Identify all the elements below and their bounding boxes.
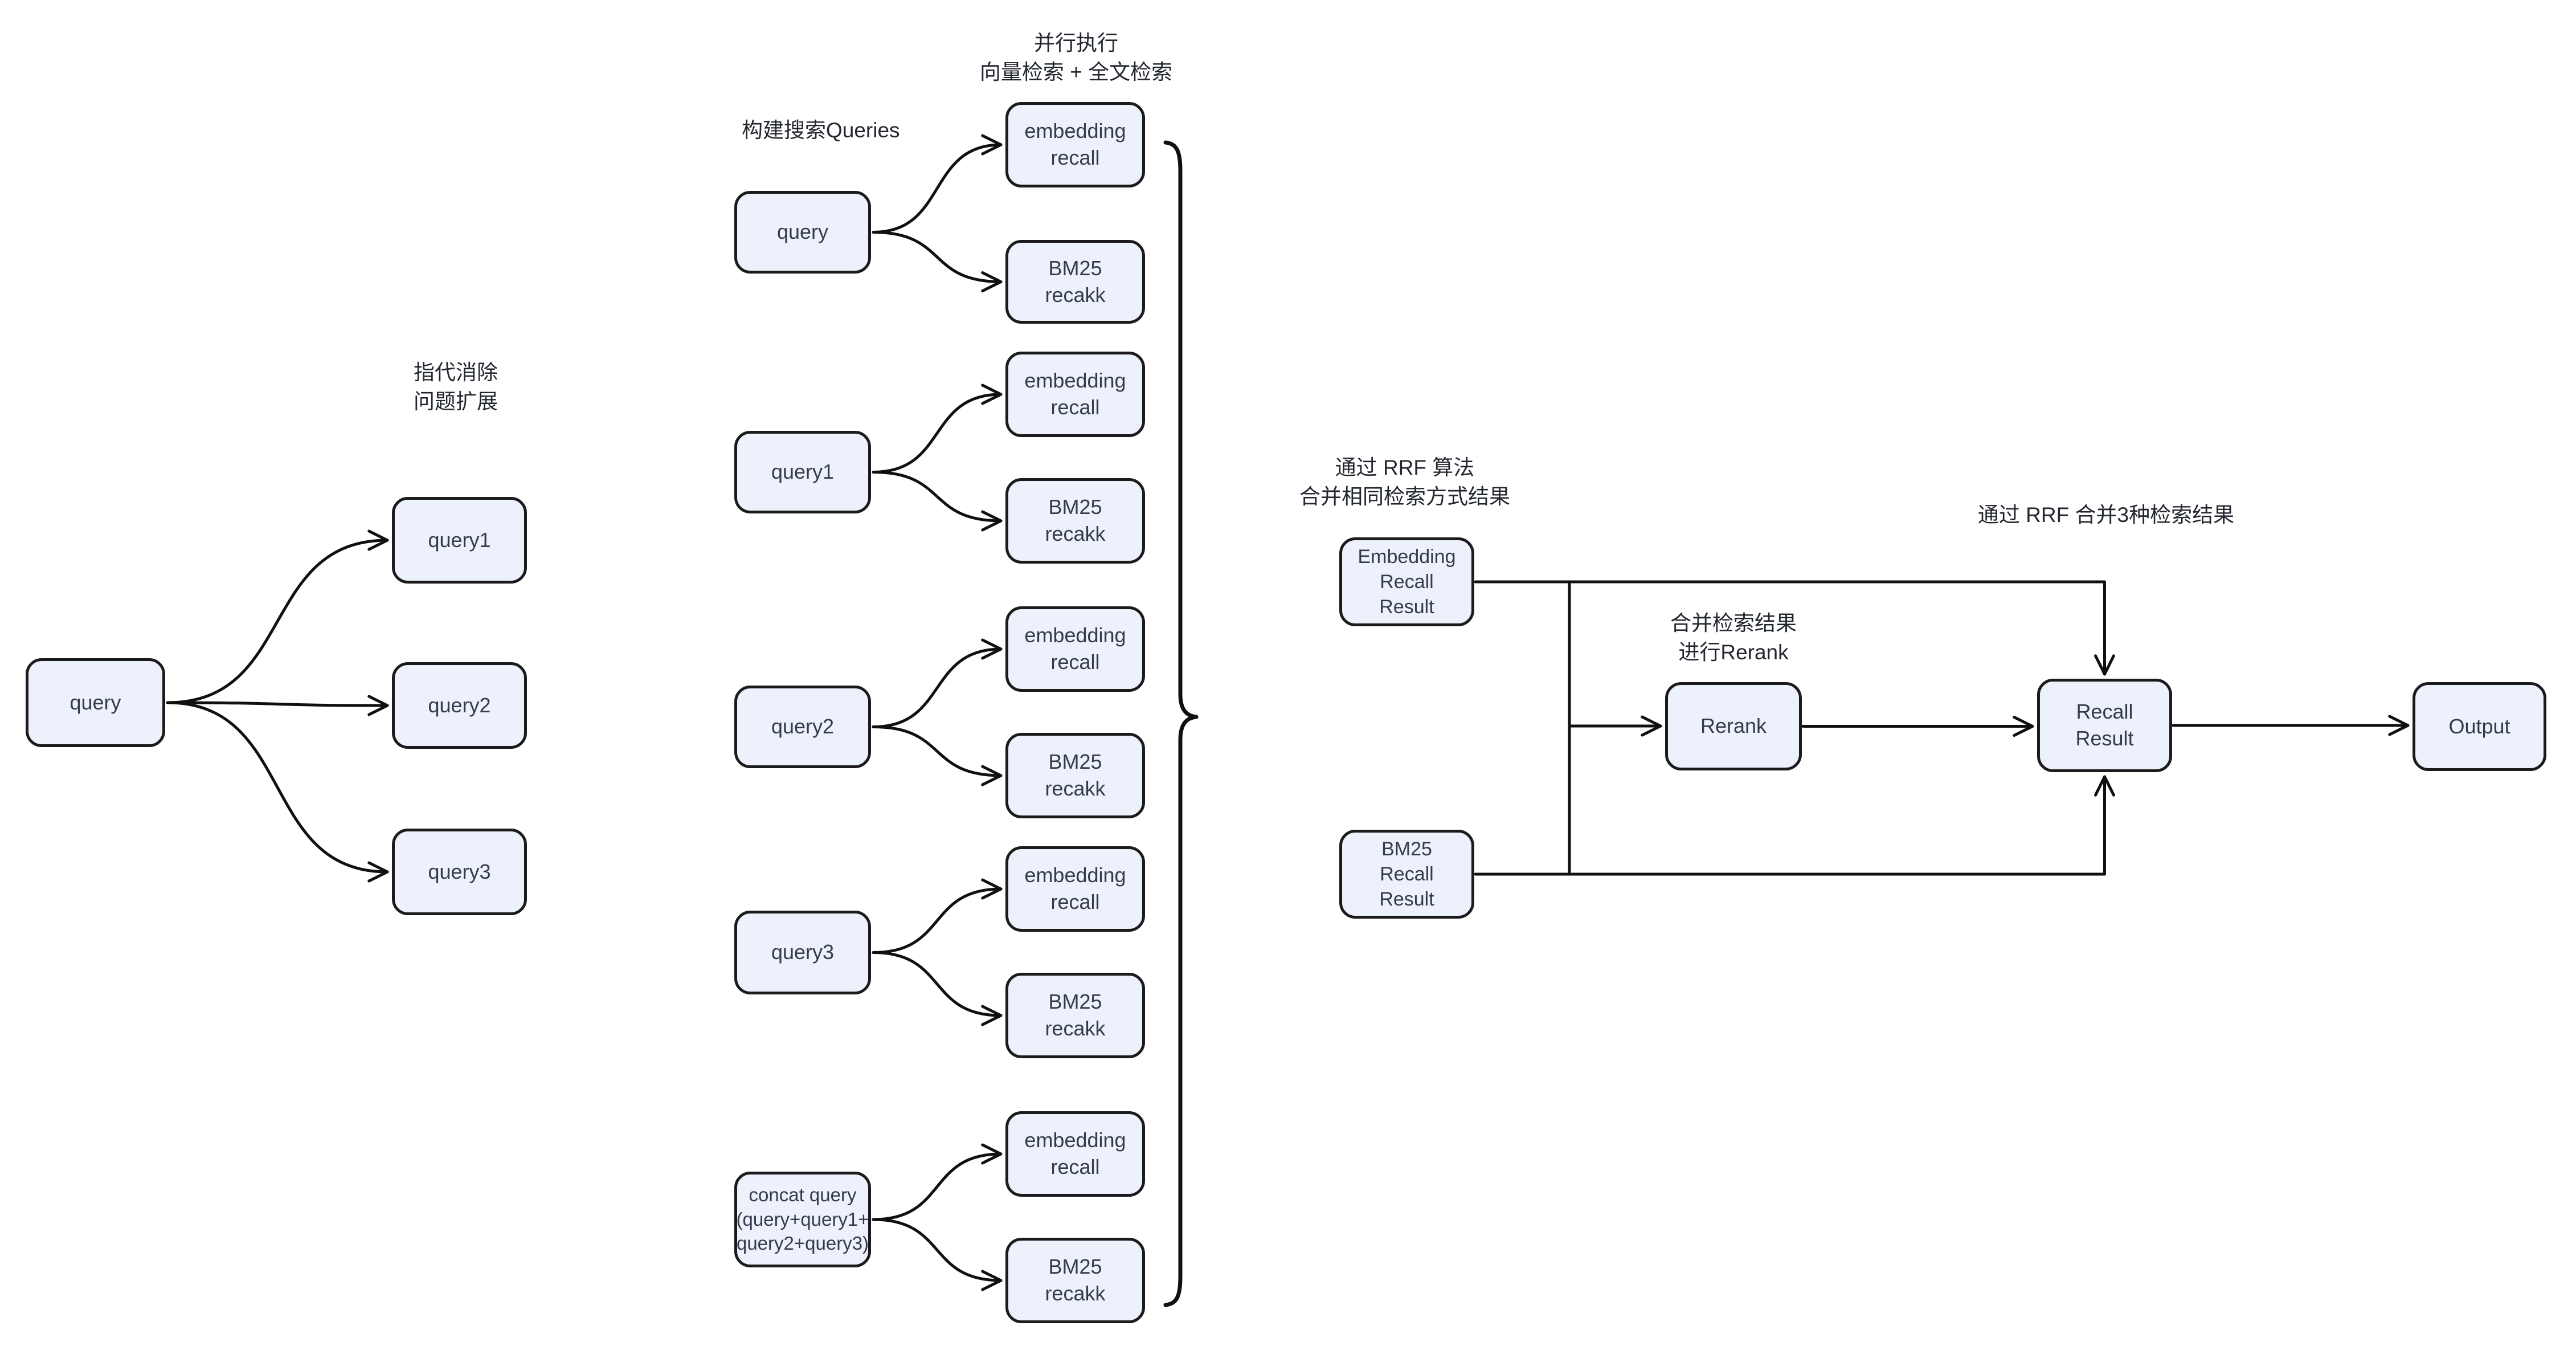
- edge-m_query3-emb4-head: [981, 878, 1003, 900]
- edge-junction-rerank-head: [1641, 715, 1662, 737]
- edge-m_query-bm1-head: [981, 271, 1003, 292]
- edge-m_query-bm1: [872, 231, 1003, 283]
- edge-l_query-l_query2: [166, 701, 389, 707]
- edge-m_query3-bm4: [872, 951, 1003, 1017]
- edge-bm25rr-recall_result: [1474, 775, 2106, 876]
- node-emb5: embedding recall: [1005, 1111, 1145, 1197]
- edge-m_query2-bm3: [872, 725, 1003, 777]
- curly-brace: [1163, 140, 1199, 1307]
- node-m-query: query: [734, 191, 871, 274]
- node-bm4: BM25 recakk: [1005, 973, 1145, 1058]
- edge-m_query2-bm3-head: [981, 765, 1003, 786]
- node-bm1: BM25 recakk: [1005, 240, 1145, 324]
- node-bm2: BM25 recakk: [1005, 478, 1145, 564]
- edge-m_query-emb1-head: [981, 134, 1003, 156]
- node-emb1: embedding recall: [1005, 102, 1145, 187]
- node-output: Output: [2413, 682, 2546, 771]
- edge-m_query1-emb2-head: [981, 384, 1003, 405]
- node-m-query2: query2: [734, 686, 871, 768]
- node-m-query1: query1: [734, 431, 871, 513]
- node-l-query2: query2: [392, 662, 527, 749]
- node-l-query1: query1: [392, 497, 527, 584]
- label-coref-expand: 指代消除 问题扩展: [414, 361, 498, 414]
- edge-m_concat-emb5-head: [981, 1143, 1003, 1165]
- edge-bm25rr-recall_result-head: [2094, 775, 2115, 797]
- label-parallel-exec: 并行执行 向量检索 + 全文检索: [979, 31, 1173, 84]
- edge-m_concat-bm5: [872, 1218, 1003, 1282]
- node-m-query3: query3: [734, 911, 871, 994]
- edge-rerank-recall_result-head: [2013, 716, 2034, 737]
- node-emb3: embedding recall: [1005, 606, 1145, 692]
- edge-m_query1-bm2: [872, 471, 1003, 523]
- edge-m_concat-bm5-head: [981, 1270, 1003, 1291]
- edge-recall_result-output-head: [2388, 715, 2410, 736]
- node-l-query: query: [26, 658, 165, 747]
- edge-m_query3-bm4-head: [981, 1005, 1003, 1026]
- node-bm5: BM25 recakk: [1005, 1238, 1145, 1323]
- edge-m_query-emb1: [872, 143, 1003, 234]
- label-rrf-merge-same: 通过 RRF 算法 合并相同检索方式结果: [1299, 456, 1510, 509]
- node-emb4: embedding recall: [1005, 846, 1145, 932]
- edge-m_query1-emb2: [872, 393, 1003, 474]
- edge-m_query2-emb3-head: [981, 638, 1003, 660]
- node-bm3: BM25 recakk: [1005, 733, 1145, 818]
- node-m-concat: concat query (query+query1+ query2+query…: [734, 1172, 871, 1267]
- edge-err-recall_result: [1474, 580, 2106, 676]
- label-rrf-merge-3: 通过 RRF 合并3种检索结果: [1977, 503, 2235, 527]
- node-recall-result: Recall Result: [2037, 679, 2172, 772]
- edge-l_query-l_query1: [166, 539, 389, 704]
- edge-m_concat-emb5: [872, 1152, 1003, 1221]
- edge-l_query-l_query3-head: [367, 861, 389, 883]
- edge-l_query-l_query2-head: [367, 695, 389, 716]
- edge-m_query3-emb4: [872, 887, 1003, 954]
- edge-m_query1-bm2-head: [981, 510, 1003, 532]
- node-err: Embedding Recall Result: [1339, 537, 1474, 626]
- label-merge-rerank: 合并检索结果 进行Rerank: [1670, 611, 1797, 664]
- node-rerank: Rerank: [1665, 682, 1802, 770]
- node-l-query3: query3: [392, 829, 527, 915]
- edge-err-recall_result-head: [2094, 654, 2115, 676]
- node-bm25rr: BM25 Recall Result: [1339, 830, 1474, 919]
- edge-l_query-l_query1-head: [367, 529, 389, 551]
- label-build-queries: 构建搜索Queries: [742, 119, 900, 142]
- node-emb2: embedding recall: [1005, 352, 1145, 437]
- edge-m_query2-emb3: [872, 647, 1003, 728]
- edge-l_query-l_query3: [166, 701, 389, 874]
